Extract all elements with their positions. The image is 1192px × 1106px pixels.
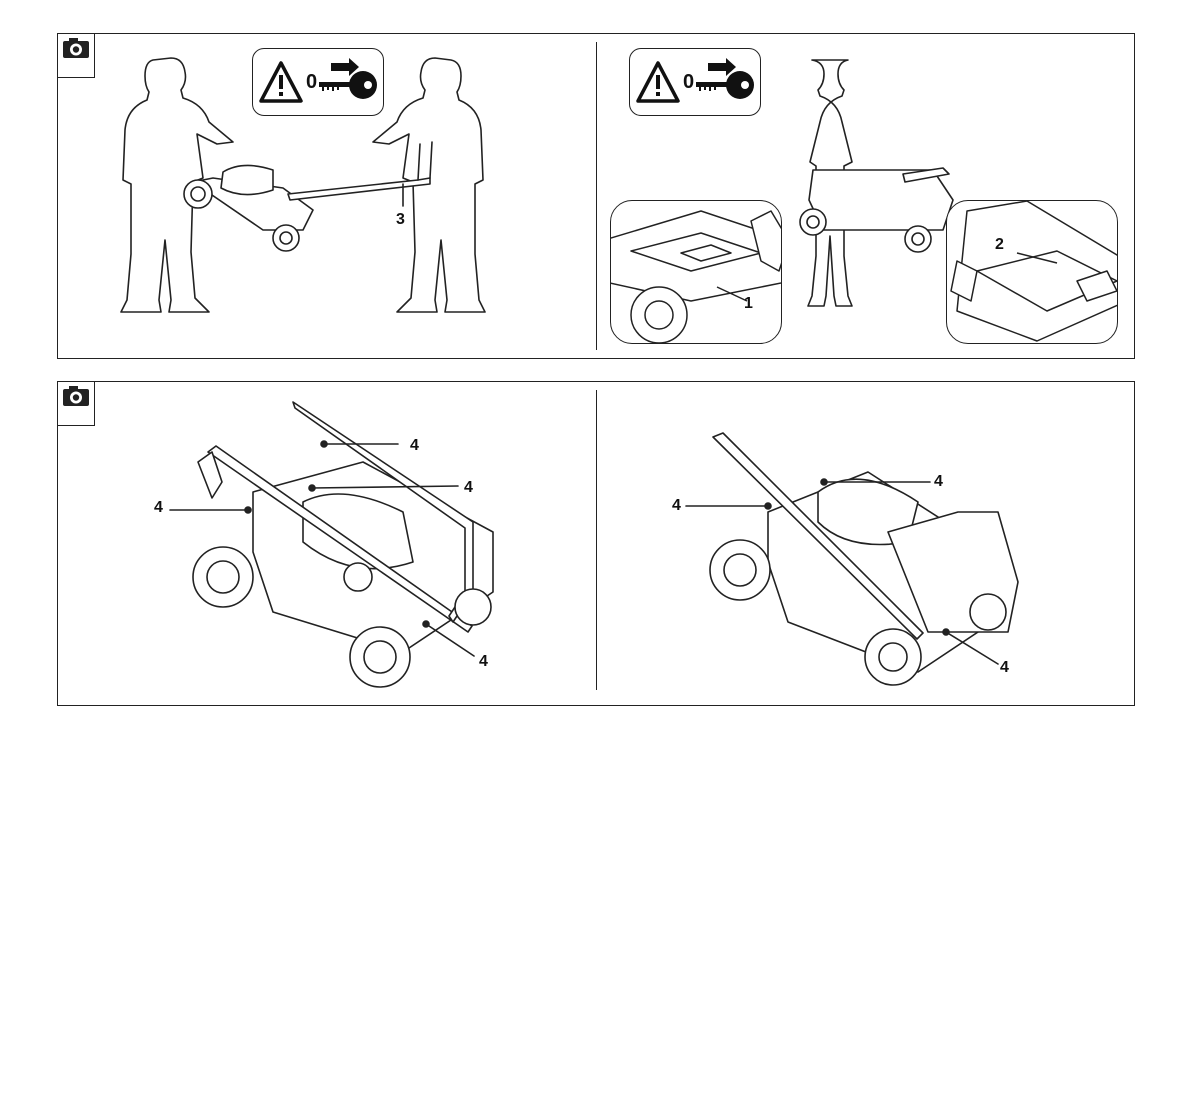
callout-left-lower: 4 <box>479 654 488 670</box>
inset-front-grip-art <box>611 201 782 344</box>
inset-rear-grip <box>946 200 1118 344</box>
mower-left-wheel-3 <box>455 589 491 625</box>
mower-right-wheel-3 <box>970 594 1006 630</box>
callout-left-side: 4 <box>154 500 163 516</box>
mower-carried <box>809 170 953 230</box>
callout-right-side: 4 <box>672 498 681 514</box>
inset-front-grip <box>610 200 782 344</box>
callout-front-grip: 1 <box>744 296 753 312</box>
figure-panel-lifting: 0 0 <box>57 33 1135 359</box>
illustration-mower-handle-points <box>58 382 1136 707</box>
mower-battery-cover <box>221 165 273 194</box>
callout-handle: 3 <box>396 212 405 228</box>
callout-right-upper: 4 <box>934 474 943 490</box>
callout-left-upper: 4 <box>410 438 419 454</box>
callout-rear-grip: 2 <box>995 237 1004 253</box>
mower-handle <box>288 178 430 200</box>
inset-rear-grip-art <box>947 201 1118 344</box>
callout-right-lower: 4 <box>1000 660 1009 676</box>
figure-panel-handle-fold: 4 4 4 4 4 4 4 <box>57 381 1135 706</box>
callout-left-mid: 4 <box>464 480 473 496</box>
